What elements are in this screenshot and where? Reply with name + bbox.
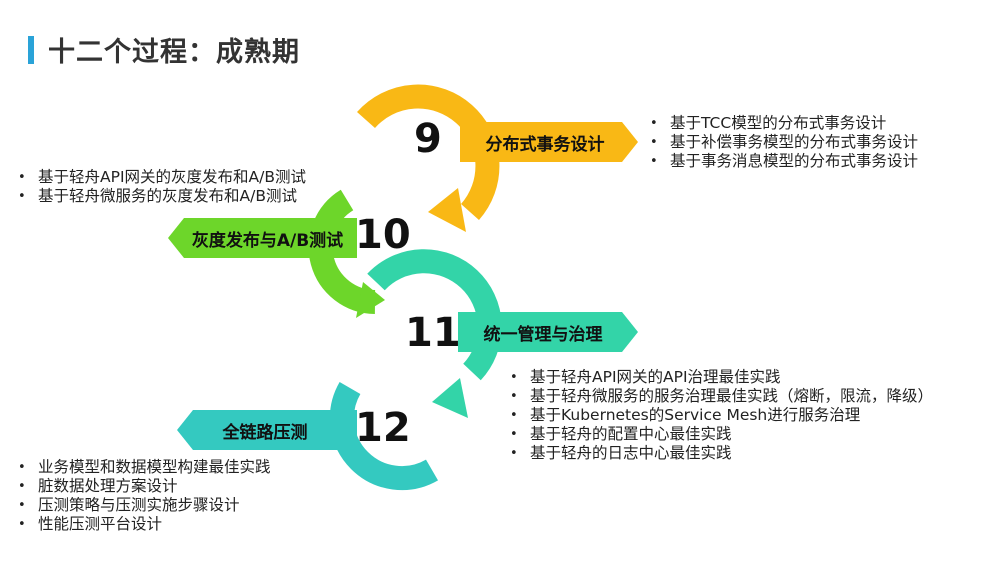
title-accent-bar — [28, 36, 34, 64]
stage-9-label: 分布式事务设计 — [485, 135, 605, 155]
list-item: 基于补偿事务模型的分布式事务设计 — [648, 133, 918, 152]
list-item: 基于轻舟微服务的灰度发布和A/B测试 — [16, 187, 306, 206]
stage-10-arc — [308, 189, 385, 318]
stage-12-bullet-list: 业务模型和数据模型构建最佳实践 脏数据处理方案设计 压测策略与压测实施步骤设计 … — [16, 458, 271, 534]
stage-12-arc — [329, 381, 439, 491]
stage-10-label: 灰度发布与A/B测试 — [191, 231, 344, 251]
stage-9-bullet-list: 基于TCC模型的分布式事务设计 基于补偿事务模型的分布式事务设计 基于事务消息模… — [648, 114, 918, 171]
stage-10-label-arrow — [168, 218, 357, 258]
stage-9-arc — [357, 84, 500, 232]
stage-11-bullet-list: 基于轻舟API网关的API治理最佳实践 基于轻舟微服务的服务治理最佳实践（熔断，… — [508, 368, 933, 463]
list-item: 基于轻舟API网关的API治理最佳实践 — [508, 368, 933, 387]
stage-12-number: 12 — [355, 405, 411, 451]
list-item: 基于TCC模型的分布式事务设计 — [648, 114, 918, 133]
stage-11-label: 统一管理与治理 — [483, 325, 603, 345]
list-item: 基于Kubernetes的Service Mesh进行服务治理 — [508, 406, 933, 425]
list-item: 基于轻舟的配置中心最佳实践 — [508, 425, 933, 444]
stage-12-label-arrow — [177, 410, 357, 450]
list-item: 基于轻舟微服务的服务治理最佳实践（熔断，限流，降级） — [508, 387, 933, 406]
list-item: 压测策略与压测实施步骤设计 — [16, 496, 271, 515]
stage-11-number: 11 — [405, 310, 461, 356]
list-item: 脏数据处理方案设计 — [16, 477, 271, 496]
list-item: 业务模型和数据模型构建最佳实践 — [16, 458, 271, 477]
list-item: 性能压测平台设计 — [16, 515, 271, 534]
stage-10-bullet-list: 基于轻舟API网关的灰度发布和A/B测试 基于轻舟微服务的灰度发布和A/B测试 — [16, 168, 306, 206]
stage-9-label-arrow — [460, 122, 638, 162]
slide-title: 十二个过程：成熟期 — [48, 37, 300, 68]
list-item: 基于轻舟API网关的灰度发布和A/B测试 — [16, 168, 306, 187]
stage-12-label: 全链路压测 — [222, 423, 308, 443]
stage-9-number: 9 — [414, 116, 442, 162]
stage-10-number: 10 — [355, 212, 411, 258]
stage-11-label-arrow — [458, 312, 638, 352]
list-item: 基于轻舟的日志中心最佳实践 — [508, 444, 933, 463]
list-item: 基于事务消息模型的分布式事务设计 — [648, 152, 918, 171]
